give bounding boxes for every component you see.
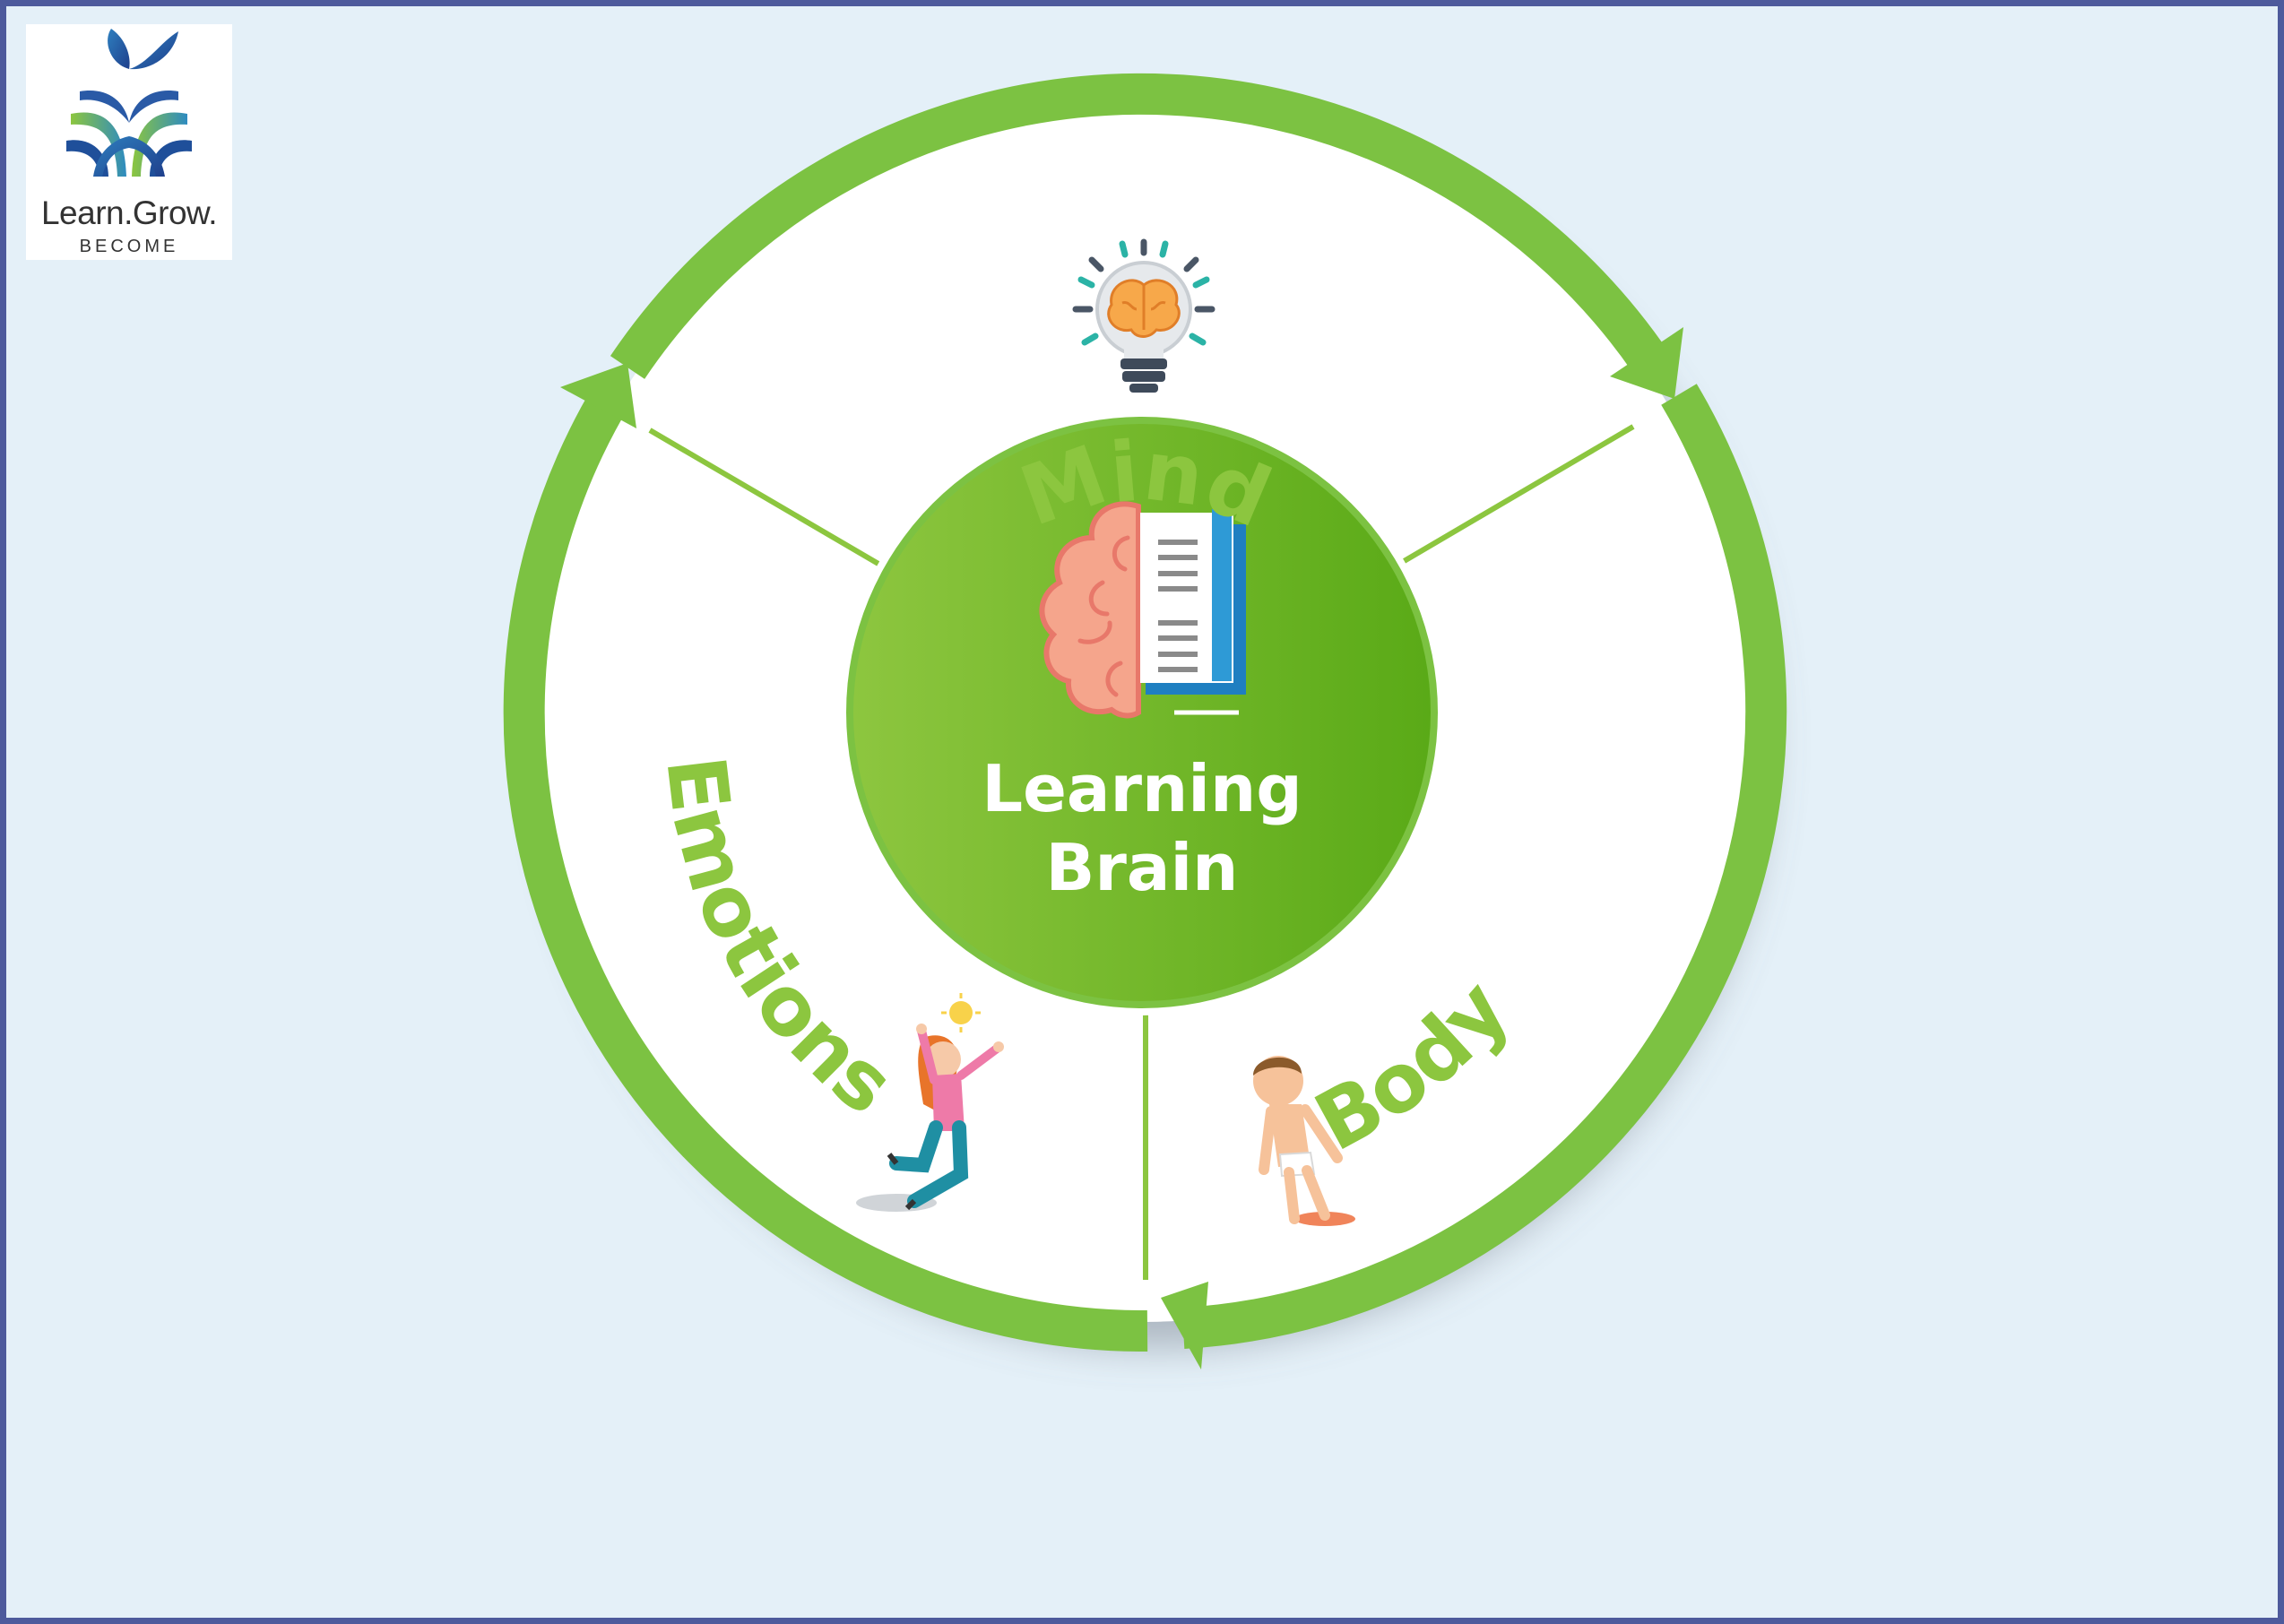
arrowhead-emotions-to-mind xyxy=(560,363,636,428)
center-circle xyxy=(853,424,1431,1001)
segment-dividers xyxy=(648,424,1635,1280)
divider-mind-emotions xyxy=(648,428,885,569)
ring-arc-emotions xyxy=(503,384,1148,1352)
logo: Learn.Grow. BECOME xyxy=(26,24,232,260)
standing-boy-icon xyxy=(1253,1056,1355,1226)
ring-arc-mind xyxy=(610,73,1666,379)
jumping-girl-icon xyxy=(856,993,1004,1212)
ring-arc-body xyxy=(1181,384,1787,1349)
center-label-line1: Learning xyxy=(982,751,1302,826)
cycle-arrowheads xyxy=(560,327,1683,1369)
brain-book-icon xyxy=(1039,501,1246,719)
logo-brand-text: Learn.Grow. xyxy=(40,194,218,231)
lightbulb-brain-icon xyxy=(1072,238,1216,393)
arrowhead-body-to-emotions xyxy=(1161,1282,1208,1369)
cycle-ring xyxy=(503,73,1787,1352)
divider-mind-body xyxy=(1399,424,1635,566)
arrowhead-mind-to-body xyxy=(1610,327,1683,399)
center-label-line2: Brain xyxy=(1046,830,1239,905)
logo-mark-icon xyxy=(66,29,192,177)
logo-tagline-text: BECOME xyxy=(79,237,179,256)
